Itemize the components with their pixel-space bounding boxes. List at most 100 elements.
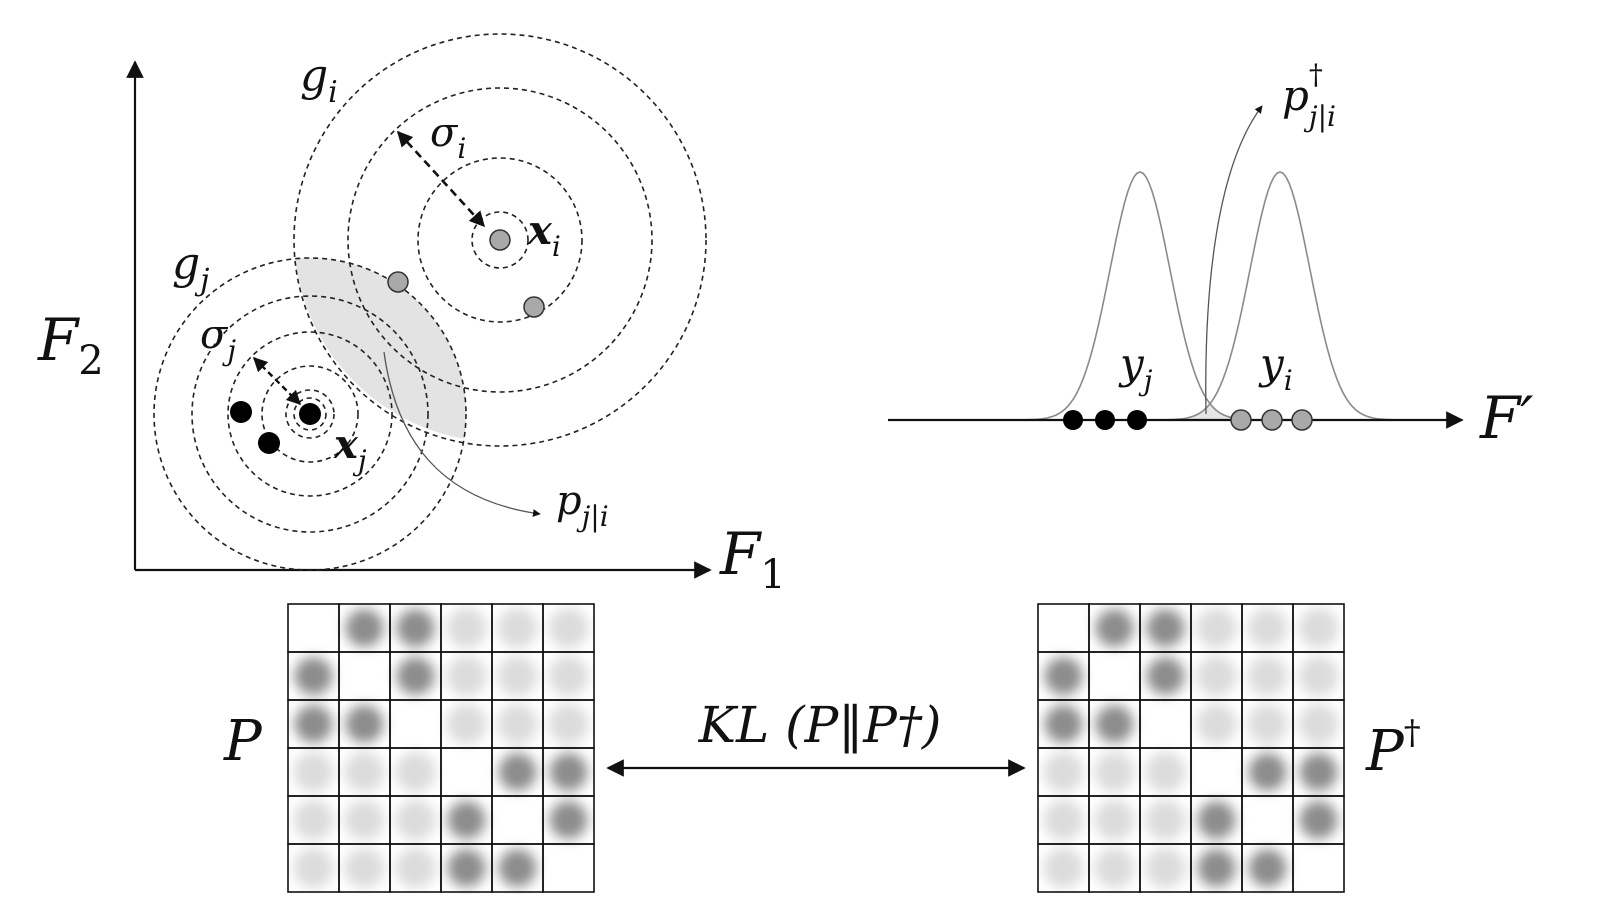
gj-ring [285,389,335,439]
low-dim-panel: yj yi p†j|i F′ [888,58,1533,452]
matrix-cell-blob [344,848,385,888]
matrix-cell-blob [1043,800,1084,840]
matrix-cell-blob [1044,705,1083,743]
matrix-cell [440,747,493,797]
matrix-p-blobs [293,608,589,888]
xi-label: xi [527,207,561,263]
gi-ring [417,157,583,323]
sigma-i-arrow [396,130,486,228]
matrix-cell-blob [1043,752,1084,792]
matrix-cell-blob [498,849,537,887]
matrix-cell [542,843,595,893]
matrix-cell [1088,651,1141,701]
xi-point [489,229,511,251]
matrix-cell-blob [395,800,436,840]
high-dim-panel: gi gj σi σj xi xj pj|i F2 F1 [37,33,786,598]
matrix-cell-blob [548,704,589,744]
matrix-cell-blob [1248,849,1287,887]
black-point [1063,410,1083,430]
matrix-cell-blob [498,753,537,791]
matrix-cell [491,795,544,845]
matrix-cell-blob [549,753,588,791]
matrix-cell-blob [1145,800,1186,840]
matrix-cell-blob [345,705,384,743]
matrix-cell-blob [1298,608,1339,648]
sigma-j-arrow [252,356,302,406]
gj-label: gj [172,238,209,298]
black-point [1095,410,1115,430]
kl-label: KL (P‖P†) [698,696,942,754]
pdag-label: p†j|i [1282,58,1336,133]
matrix-cell-blob [294,705,333,743]
matrix-cell [338,651,391,701]
gj-ring [191,295,429,533]
matrix-cell-blob [1196,656,1237,696]
matrix-cell-blob [1197,849,1236,887]
bell-overlap-fill [1140,403,1280,420]
matrix-cell-blob [345,609,384,647]
matrix-cell-blob [1094,752,1135,792]
matrix-cell-blob [1094,800,1135,840]
yi-label: yi [1258,339,1293,397]
matrix-cell-blob [446,656,487,696]
matrix-cell [1037,603,1090,653]
matrix-cell-blob [1298,656,1339,696]
matrix-cell [389,699,442,749]
matrix-cell-blob [293,800,334,840]
grey-point [1261,409,1283,431]
matrix-cell-blob [1095,609,1134,647]
gi-circles [293,33,707,447]
matrix-cell-blob [548,656,589,696]
matrix-cell-blob [1043,848,1084,888]
gj-ring [293,397,327,431]
matrix-cell-blob [1196,608,1237,648]
overlap-region [294,258,466,442]
gj-circles [153,257,467,571]
gj-ring [153,257,467,571]
sigma-i-label: σi [430,110,466,165]
matrix-cell-blob [497,608,538,648]
matrix-cell-blob [1196,704,1237,744]
matrix-cell [1190,747,1243,797]
matrix-cell-blob [1298,704,1339,744]
matrix-cell-blob [1146,609,1185,647]
overlap-fill [294,258,466,442]
matrix-p-dagger [1037,603,1345,893]
matrix-cell-blob [446,704,487,744]
black-point [230,401,252,423]
gi-label: gi [300,50,338,110]
matrix-p-label: P [223,709,263,774]
matrix-pdag-grid [1037,603,1345,893]
matrix-cell [1241,795,1294,845]
matrix-cell-blob [344,800,385,840]
grey-point [523,296,545,318]
f2-axis-label: F2 [37,306,104,384]
matrix-cell-blob [1247,704,1288,744]
matrix-pdag-label: P† [1365,713,1421,784]
xj-label: xj [333,421,367,477]
pdag-arrow [1205,105,1263,415]
matrix-cell-blob [446,608,487,648]
matrix-cell [287,603,340,653]
gi-ring [293,33,707,447]
matrix-cell-blob [293,848,334,888]
matrix-cell-blob [396,609,435,647]
matrix-cell-blob [293,752,334,792]
matrix-cell-blob [1095,705,1134,743]
matrix-cell-blob [1094,848,1135,888]
black-point [258,432,280,454]
matrix-cell [1292,843,1345,893]
f-prime-label: F′ [1479,384,1533,452]
grey-point [387,271,409,293]
matrix-cell-blob [1299,801,1338,839]
matrix-cell-blob [1247,608,1288,648]
black-point [1127,410,1147,430]
matrix-cell-blob [1248,753,1287,791]
matrix-cell-blob [294,657,333,695]
gi-ring [471,211,529,269]
matrix-p-grid [287,603,595,893]
pji-label: pj|i [556,478,609,533]
matrix-cell-blob [395,752,436,792]
matrix-cell-blob [344,752,385,792]
